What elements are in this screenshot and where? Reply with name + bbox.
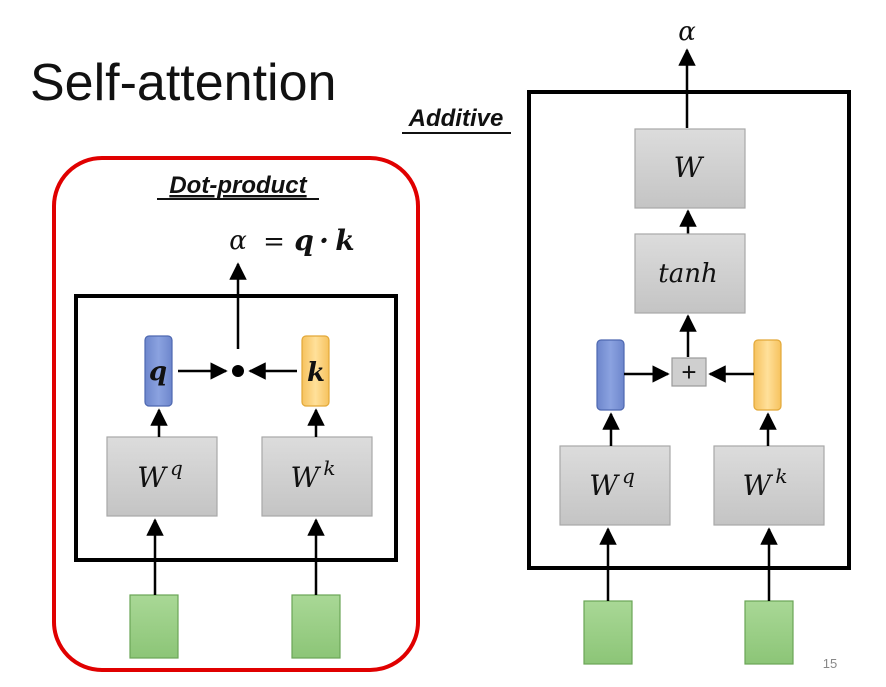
query-vector	[144, 335, 173, 407]
dot-product-operator	[232, 365, 244, 377]
key-vector	[301, 335, 330, 407]
additive-key-vector	[753, 339, 782, 411]
additive-w-label: W	[674, 151, 705, 184]
additive-wq-box	[559, 445, 671, 526]
key-vector-label: k	[307, 358, 325, 388]
slide-title: Self-attention	[30, 54, 336, 112]
additive-plus-operator	[671, 357, 707, 387]
dot-product-module-box	[74, 294, 398, 562]
additive-w-box	[634, 128, 746, 209]
query-vector-label: q	[149, 357, 167, 387]
formula-k: k	[335, 224, 354, 257]
dot-product-label: Dot-product	[169, 172, 307, 199]
formula-dot: ·	[319, 224, 329, 257]
additive-query-vector	[596, 339, 625, 411]
weight-wk-box	[261, 436, 373, 517]
formula-q: q	[294, 224, 314, 257]
equals-sign: =	[263, 227, 285, 257]
dot-product-highlight-frame	[52, 156, 420, 672]
input-vector-left	[129, 594, 179, 659]
additive-tanh-box	[634, 233, 746, 314]
additive-wk-box	[713, 445, 825, 526]
additive-tanh-label: tanh	[658, 259, 717, 289]
additive-plus-label: +	[681, 357, 696, 387]
page-number: 15	[823, 656, 837, 671]
additive-module-box	[527, 90, 851, 570]
weight-wq-box	[106, 436, 218, 517]
additive-label: Additive	[408, 105, 504, 132]
dot-product-output-formula: α = q · k	[229, 224, 354, 257]
additive-input-right	[744, 600, 794, 665]
alpha-symbol: α	[229, 226, 247, 256]
additive-alpha-symbol: α	[678, 17, 696, 47]
additive-input-left	[583, 600, 633, 665]
input-vector-right	[291, 594, 341, 659]
